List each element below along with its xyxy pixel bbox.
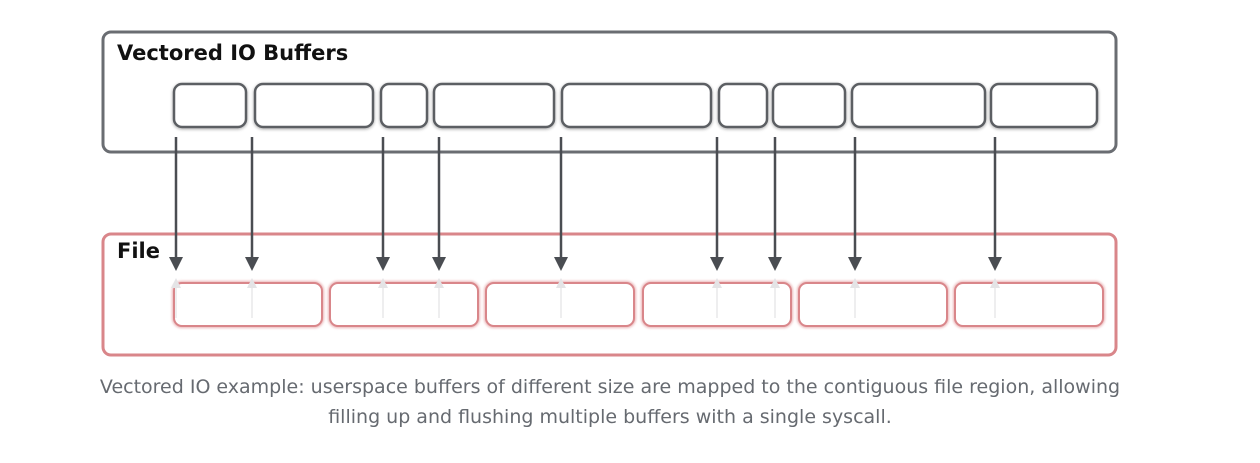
ghost-arrow-tip bbox=[556, 278, 566, 288]
buffers-panel-title: Vectored IO Buffers bbox=[117, 41, 348, 65]
io-buffer bbox=[850, 82, 987, 129]
file-segment bbox=[173, 282, 323, 327]
io-buffer bbox=[379, 82, 429, 129]
file-segment bbox=[329, 282, 479, 327]
mapping-arrow-head bbox=[432, 257, 446, 271]
file-segment bbox=[798, 282, 948, 327]
ghost-arrow-tip bbox=[247, 278, 257, 288]
caption-line-1: Vectored IO example: userspace buffers o… bbox=[99, 376, 1121, 398]
caption-line-2: filling up and flushing multiple buffers… bbox=[328, 406, 892, 428]
io-buffer bbox=[989, 82, 1099, 129]
mapping-arrow-head bbox=[245, 257, 259, 271]
ghost-arrow-tip bbox=[378, 278, 388, 288]
ghost-arrow-tip bbox=[712, 278, 722, 288]
mapping-arrow-head bbox=[554, 257, 568, 271]
file-panel-title: File bbox=[117, 239, 160, 263]
file-segment bbox=[954, 282, 1104, 327]
io-buffer bbox=[432, 82, 556, 129]
arrows-group bbox=[169, 137, 1002, 318]
ghost-arrow-tip bbox=[850, 278, 860, 288]
io-buffer bbox=[253, 82, 375, 129]
ghost-arrow-tip bbox=[171, 278, 181, 288]
figure-caption: Vectored IO example: userspace buffers o… bbox=[0, 372, 1220, 432]
ghost-arrow-tip bbox=[990, 278, 1000, 288]
vectored-io-diagram: Vectored IO Buffers File bbox=[101, 30, 1118, 357]
buffers-panel: Vectored IO Buffers bbox=[101, 30, 1118, 154]
ghost-arrow-tip bbox=[770, 278, 780, 288]
mapping-arrow-head bbox=[988, 257, 1002, 271]
io-buffer bbox=[560, 82, 713, 129]
io-buffer bbox=[717, 82, 769, 129]
buffers-group bbox=[172, 82, 1099, 129]
mapping-arrow-head bbox=[710, 257, 724, 271]
mapping-arrow-head bbox=[376, 257, 390, 271]
ghost-arrow-tip bbox=[434, 278, 444, 288]
mapping-arrow-head bbox=[848, 257, 862, 271]
mapping-arrow-head bbox=[768, 257, 782, 271]
file-panel: File bbox=[101, 232, 1118, 357]
io-buffer bbox=[771, 82, 847, 129]
io-buffer bbox=[172, 82, 248, 129]
mapping-arrow-head bbox=[169, 257, 183, 271]
